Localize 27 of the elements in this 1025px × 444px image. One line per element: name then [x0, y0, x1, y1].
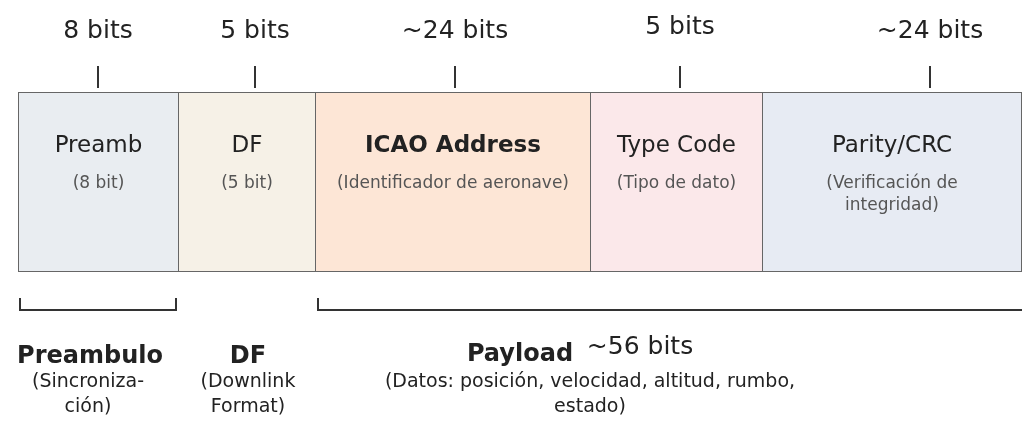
section-description: (Datos: posición, velocidad, altitud, rumbo, estado) — [383, 368, 797, 418]
field-name: Preamb — [54, 131, 143, 157]
bit-count: ~56 bits — [585, 330, 695, 362]
bit-count: 8 bits — [62, 14, 134, 46]
bit-count: ~24 bits — [875, 14, 985, 46]
field-description: (Tipo de dato) — [616, 171, 737, 194]
field-box — [762, 92, 1022, 272]
bit-count: 5 bits — [219, 14, 291, 46]
field-description: (5 bit) — [221, 171, 273, 194]
section-title: Payload — [465, 338, 575, 369]
bit-count: ~24 bits — [400, 14, 510, 46]
field-box — [315, 92, 591, 272]
field-description: (8 bit) — [72, 171, 125, 194]
field-box — [18, 92, 179, 272]
field-description: (Verificación de integridad) — [825, 171, 959, 216]
bit-count: 5 bits — [644, 10, 716, 42]
section-description: (Sincroniza- ción) — [30, 368, 146, 418]
field-name: DF — [231, 131, 263, 157]
field-name: Type Code — [617, 131, 736, 157]
section-description: (Downlink Format) — [199, 368, 297, 418]
section-title: DF — [228, 340, 268, 371]
field-name: Parity/CRC — [831, 131, 953, 157]
field-name: ICAO Address — [365, 131, 541, 157]
section-title: Preambulo — [16, 340, 164, 371]
field-description: (Identificador de aeronave) — [337, 171, 569, 194]
field-box — [590, 92, 763, 272]
field-box — [178, 92, 316, 272]
